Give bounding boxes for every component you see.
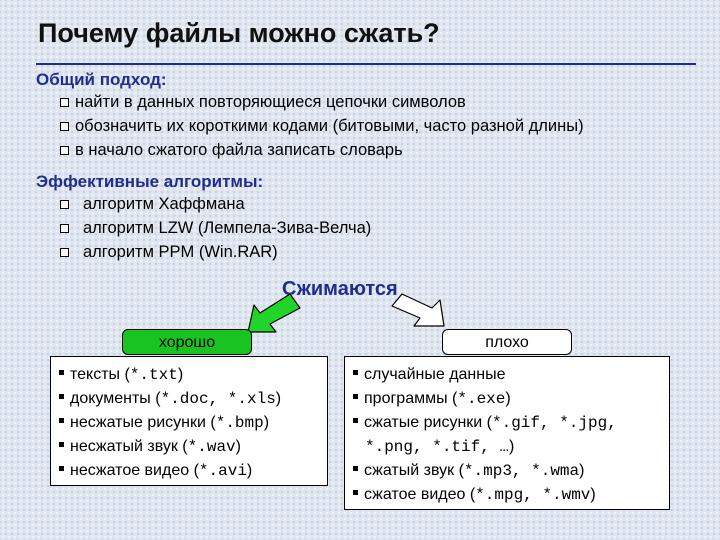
- approach-item: в начало сжатого файла записать словарь: [60, 138, 584, 162]
- bad-file-item: сжатое видео (*.mpg, *.wmv): [353, 483, 669, 507]
- square-bullet-icon: [59, 394, 64, 400]
- square-bullet-icon: [59, 370, 64, 376]
- square-bullet-icon: [59, 466, 64, 472]
- approach-list: найти в данных повторяющиеся цепочки сим…: [60, 90, 584, 162]
- square-bullet-icon: [353, 418, 358, 424]
- square-bullet-icon: [353, 490, 358, 496]
- algorithms-heading: Эффективные алгоритмы:: [36, 172, 264, 191]
- approach-item: обозначить их короткими кодами (битовыми…: [60, 114, 584, 138]
- approach-item: найти в данных повторяющиеся цепочки сим…: [60, 90, 584, 114]
- checkbox-bullet-icon: [60, 145, 69, 155]
- bad-files-panel: случайные данные программы (*.exe) сжаты…: [344, 356, 670, 510]
- good-file-item: несжатые рисунки (*.bmp): [59, 411, 327, 435]
- bad-arrow-icon: [391, 293, 445, 327]
- bad-file-item: сжатый звук (*.mp3, *.wma): [353, 459, 669, 483]
- good-file-item: несжатое видео (*.avi): [59, 459, 327, 483]
- bad-file-item-continuation: *.png, *.tif, …): [365, 438, 515, 456]
- good-file-item: тексты (*.txt): [59, 363, 327, 387]
- algorithm-item: алгоритм LZW (Лемпела-Зива-Велча): [60, 216, 371, 240]
- checkbox-bullet-icon: [60, 121, 69, 131]
- title-underline: [36, 63, 696, 65]
- checkbox-bullet-icon: [60, 247, 69, 257]
- approach-heading: Общий подход:: [36, 70, 167, 89]
- good-files-panel: тексты (*.txt) документы (*.doc, *.xls) …: [50, 356, 328, 486]
- bad-file-item: сжатые рисунки (*.gif, *.jpg,: [353, 411, 669, 435]
- good-file-item: документы (*.doc, *.xls): [59, 387, 327, 411]
- square-bullet-icon: [59, 418, 64, 424]
- algorithms-list: алгоритм Хаффмана алгоритм LZW (Лемпела-…: [60, 192, 371, 264]
- square-bullet-icon: [353, 370, 358, 376]
- checkbox-bullet-icon: [60, 199, 69, 209]
- checkbox-bullet-icon: [60, 223, 69, 233]
- compress-label: Сжимаются: [282, 278, 398, 300]
- checkbox-bullet-icon: [60, 97, 69, 107]
- bad-file-item: программы (*.exe): [353, 387, 669, 411]
- square-bullet-icon: [59, 442, 64, 448]
- good-tag: хорошо: [122, 329, 252, 355]
- good-arrow-icon: [247, 293, 301, 333]
- square-bullet-icon: [353, 394, 358, 400]
- algorithm-item: алгоритм Хаффмана: [60, 192, 371, 216]
- bad-tag: плохо: [442, 329, 572, 355]
- algorithm-item: алгоритм PPM (Win.RAR): [60, 240, 371, 264]
- slide-title: Почему файлы можно сжать?: [38, 18, 440, 48]
- bad-file-item: случайные данные: [353, 363, 669, 387]
- square-bullet-icon: [353, 466, 358, 472]
- good-file-item: несжатый звук (*.wav): [59, 435, 327, 459]
